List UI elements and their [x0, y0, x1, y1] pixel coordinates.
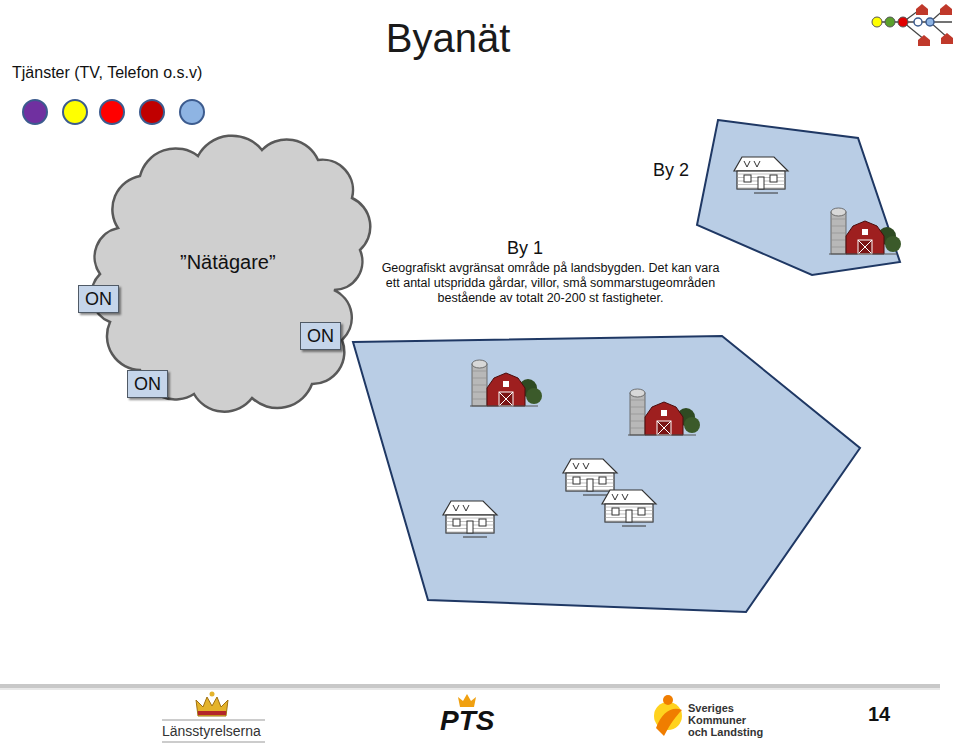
area-outline [697, 120, 900, 275]
logo-text: PTS [440, 705, 494, 737]
house-icon [602, 490, 656, 526]
footer-rule-shadow [0, 688, 940, 690]
owner-label: ”Nätägare” [180, 251, 276, 274]
operator-box: ON [300, 322, 341, 350]
service-dots [23, 100, 204, 124]
footer-rule [0, 684, 940, 688]
village-area: By 2 [645, 115, 907, 280]
area-heading: By 2 [653, 160, 689, 181]
network-icon [872, 4, 953, 46]
owner-cloud: ”Nätägare” [95, 148, 367, 404]
area-description: Geografiskt avgränsat område på landsbyg… [378, 261, 723, 306]
area-outline [353, 336, 860, 612]
logo-text: Länsstyrelserna [162, 723, 261, 739]
page-number: 14 [868, 703, 890, 726]
services-label: Tjänster (TV, Telefon o.s.v) [12, 64, 202, 82]
farm-icon [829, 208, 901, 254]
area-heading: By 1 [470, 238, 580, 259]
house-icon [443, 501, 497, 537]
shape-outline [645, 115, 907, 280]
house-icon [563, 459, 617, 495]
house-icon [734, 157, 788, 193]
operator-box: ON [127, 370, 168, 398]
node-text: ON [79, 288, 118, 310]
crown-logo [162, 692, 265, 743]
farm-icon [470, 360, 542, 406]
operator-box: ON [78, 285, 119, 313]
shape-outline [95, 148, 367, 404]
skl-mark [654, 695, 682, 736]
farm-icon [628, 389, 700, 435]
logo-text: Sveriges Kommuner och Landsting [688, 702, 768, 738]
node-text: ON [301, 325, 340, 347]
cloud-outline [91, 136, 370, 412]
village-area: By 1Geografiskt avgränsat område på land… [350, 238, 865, 616]
slide-title: Byanät [348, 16, 548, 61]
node-text: ON [128, 373, 167, 395]
